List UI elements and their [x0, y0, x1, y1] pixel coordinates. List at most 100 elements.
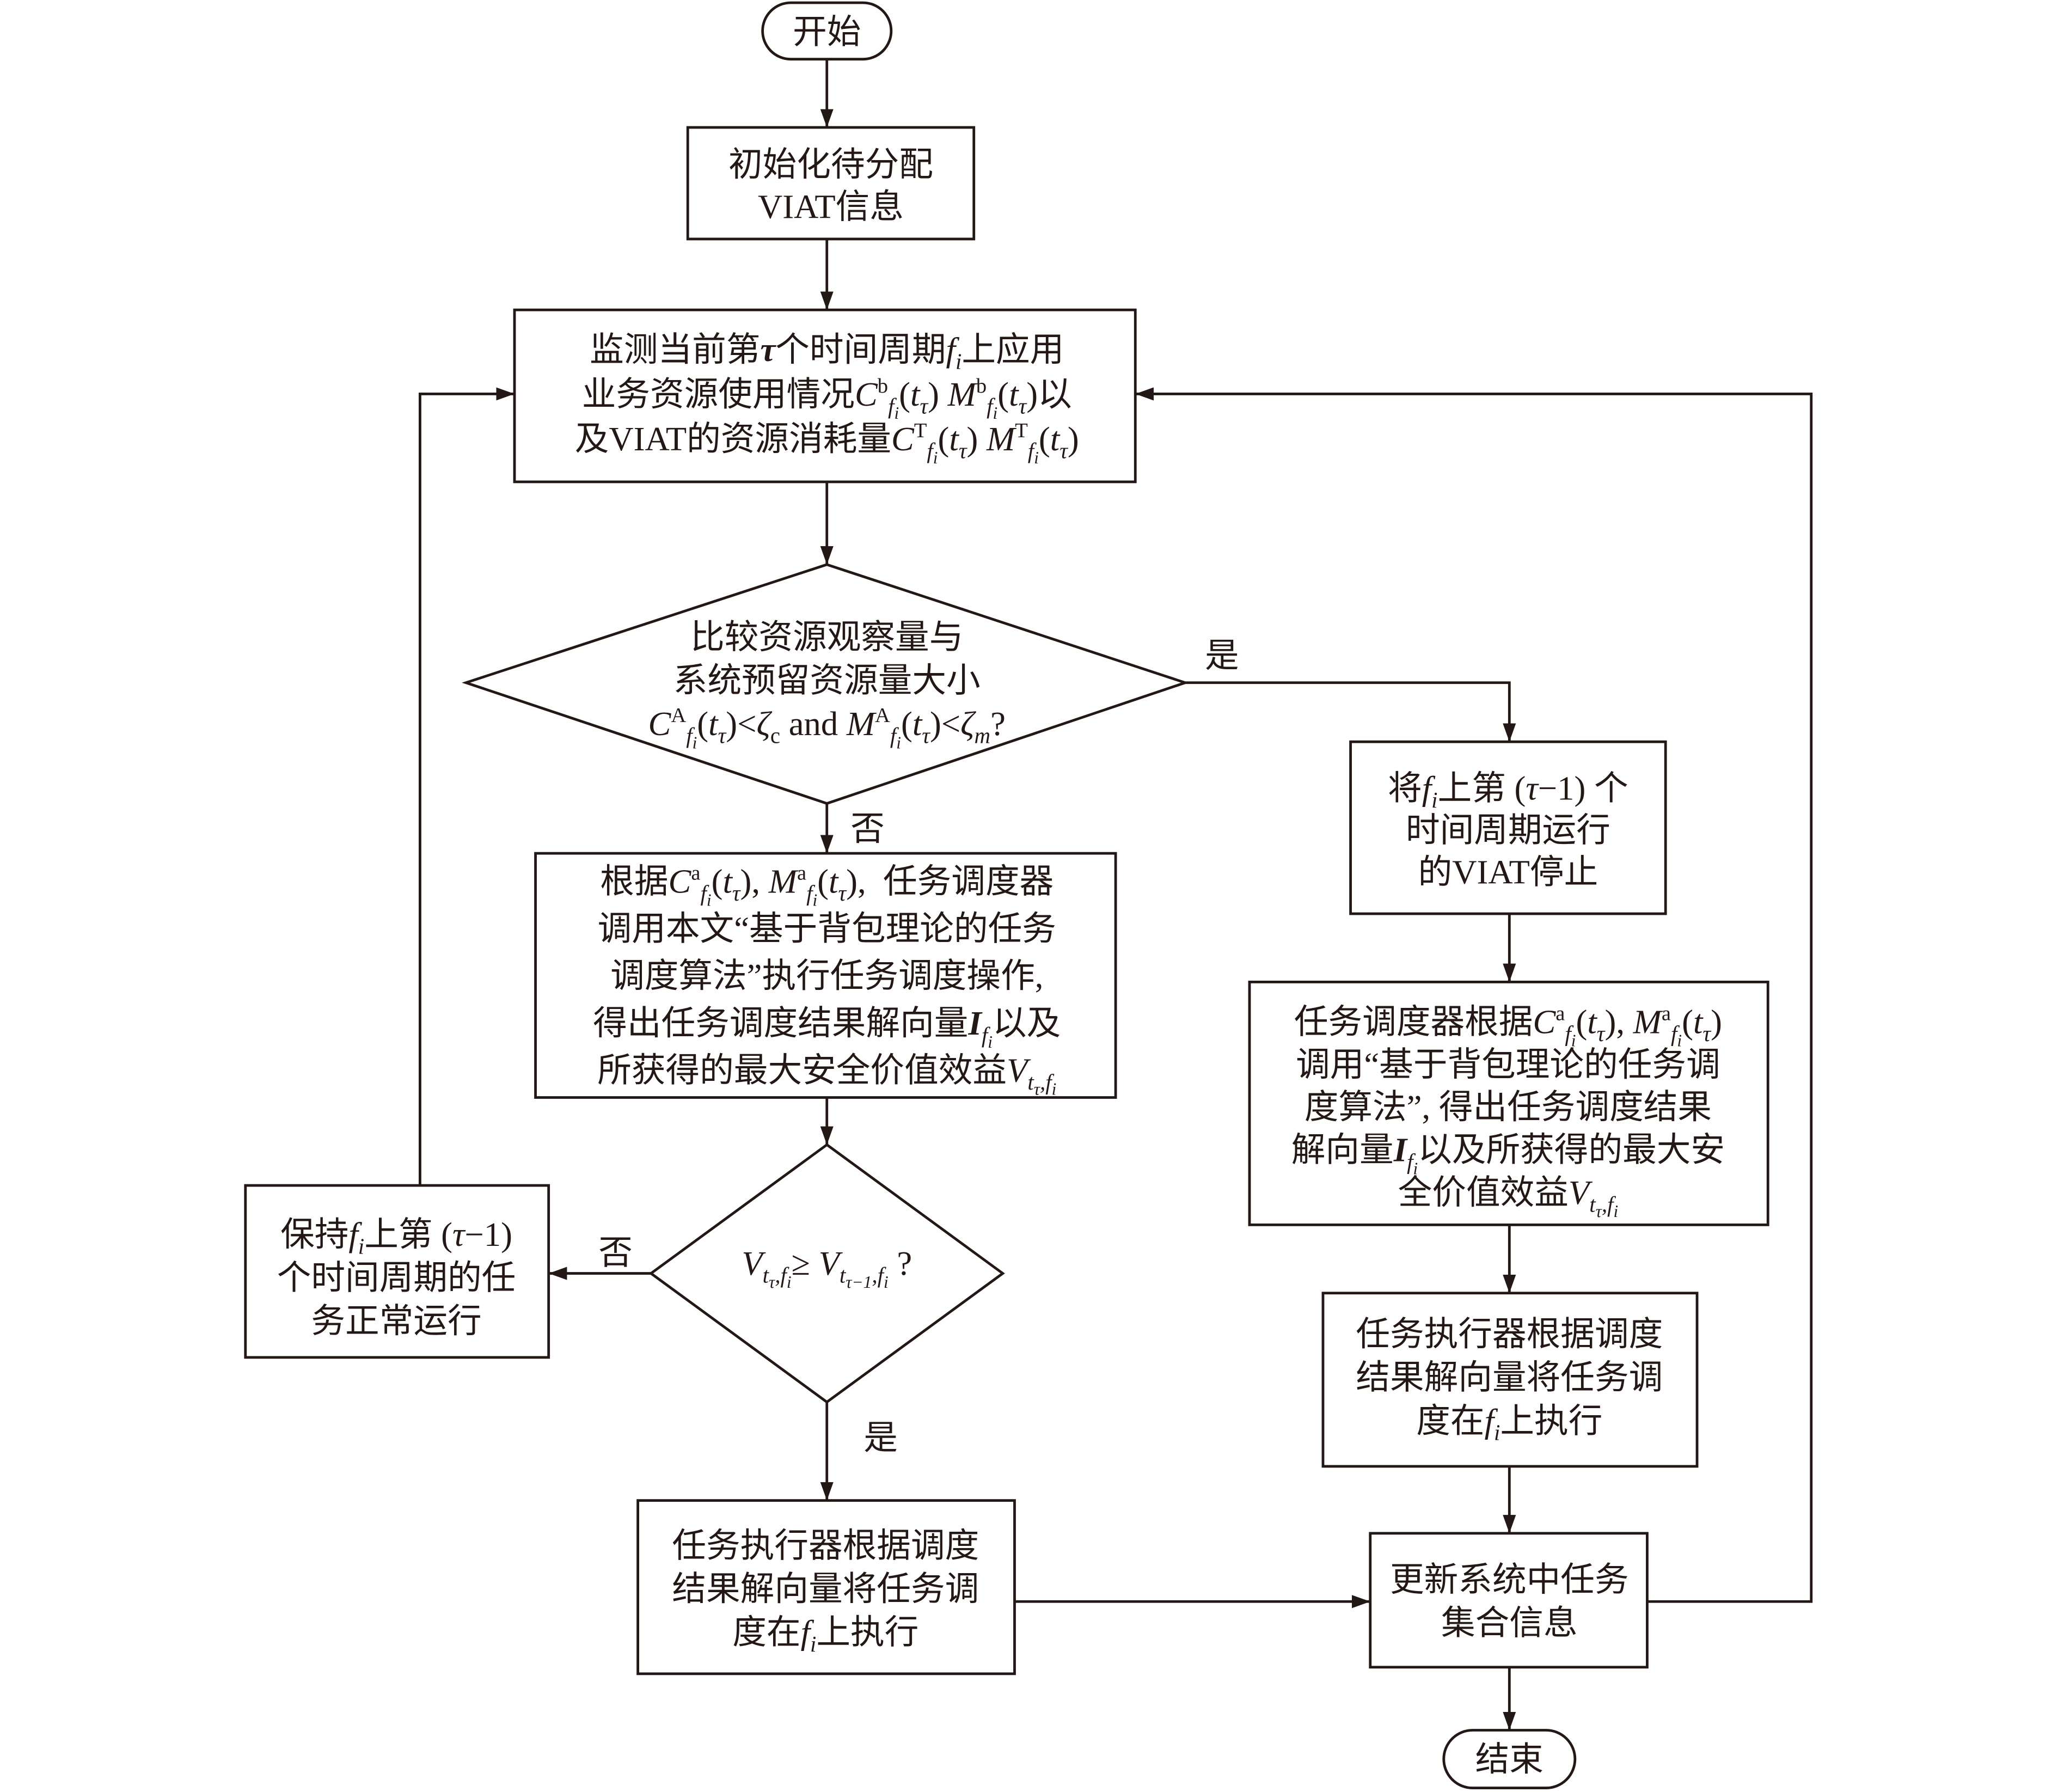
- label-segment: i: [707, 891, 712, 910]
- label-segment: b: [976, 375, 987, 397]
- label-segment: a: [1662, 1002, 1671, 1025]
- label-segment: M: [986, 420, 1017, 458]
- label-segment: τ: [769, 1273, 776, 1292]
- label-segment: τ: [760, 331, 776, 369]
- label-line: 初始化待分配: [728, 145, 933, 184]
- label-line: 调用“基于背包理论的任务调: [1296, 1045, 1720, 1084]
- label-line: 开始: [793, 13, 861, 51]
- end-label: 结束: [1475, 1740, 1543, 1778]
- label-segment: 得出任务调度结果解向量: [593, 1004, 968, 1042]
- label-segment: A: [875, 704, 890, 727]
- start-terminal: [761, 1, 893, 61]
- label-line: 结束: [1475, 1740, 1543, 1778]
- label-segment: t: [708, 705, 719, 743]
- label-segment: i: [1413, 1159, 1418, 1178]
- execute-left-box: [636, 1499, 1016, 1675]
- label-segment: 以及: [993, 1004, 1061, 1042]
- label-segment: 初始化待分配: [728, 145, 933, 184]
- label-segment: 上第 (: [1438, 769, 1526, 807]
- label-segment: 业务资源使用情况: [582, 375, 855, 413]
- label-segment: 个时间周期: [775, 331, 946, 369]
- label-segment: ζ: [960, 705, 976, 743]
- label-segment: (: [817, 862, 829, 900]
- label-segment: τ: [732, 880, 741, 906]
- label-segment: 上执行: [816, 1613, 918, 1651]
- label-segment: i: [1052, 1080, 1057, 1099]
- compare-value-decision: [648, 1143, 1005, 1404]
- label-line: 所获得的最大安全价值效益Vtτ,fi: [597, 1051, 1056, 1099]
- label-line: 将fi上第 (τ−1) 个: [1388, 769, 1628, 812]
- label-line: 任务执行器根据调度: [1356, 1315, 1663, 1353]
- label-line: 得出任务调度结果解向量Ifi以及: [593, 1004, 1061, 1051]
- label-segment: 调用“基于背包理论的任务调: [1296, 1045, 1720, 1084]
- label-segment: 度算法”, 得出任务调度结果: [1304, 1088, 1712, 1126]
- label-segment: i: [993, 403, 998, 423]
- label-line: 度算法”, 得出任务调度结果: [1304, 1088, 1712, 1126]
- label-segment: ): [1068, 420, 1079, 458]
- label-segment: 将: [1388, 769, 1422, 807]
- label-segment: τ: [1596, 1202, 1603, 1221]
- compare-value-label: Vtτ,fi≥ Vtτ−1,fi ?: [742, 1244, 912, 1292]
- label-segment: 监测当前第: [590, 331, 760, 369]
- label-segment: t: [829, 862, 839, 900]
- label-segment: C: [855, 375, 878, 413]
- label-line: 任务执行器根据调度: [672, 1526, 979, 1564]
- label-line: 集合信息: [1441, 1604, 1578, 1642]
- update-box: [1369, 1532, 1649, 1669]
- label-line: 度在fi上执行: [732, 1613, 918, 1656]
- end-terminal: [1442, 1729, 1577, 1789]
- label-segment: t: [910, 375, 921, 413]
- label-line: 监测当前第τ个时间周期fi上应用: [590, 331, 1064, 374]
- label-segment: t: [912, 705, 923, 743]
- label-segment: V: [819, 1244, 843, 1282]
- label-segment: 结果解向量将任务调: [672, 1570, 979, 1608]
- label-segment: )<: [930, 705, 960, 743]
- label-segment: 以: [1038, 375, 1072, 413]
- label-segment: i: [884, 1273, 889, 1292]
- label-segment: τ: [1702, 1021, 1711, 1046]
- label-segment: ),: [1604, 1002, 1633, 1041]
- label-line: 度在fi上执行: [1416, 1402, 1602, 1445]
- label-segment: C: [648, 705, 672, 743]
- label-segment: (: [1576, 1002, 1587, 1041]
- label-segment: t: [840, 1262, 847, 1287]
- label-segment: 任务执行器根据调度: [1356, 1315, 1663, 1353]
- label-segment: M: [768, 862, 799, 900]
- label-segment: −1): [464, 1215, 512, 1253]
- label-segment: (: [938, 420, 950, 458]
- schedule-right-box: [1248, 980, 1769, 1226]
- label-segment: τ: [718, 723, 727, 748]
- label-segment: 个时间周期的任: [277, 1259, 516, 1297]
- label-segment: τ: [1019, 394, 1027, 419]
- label-segment: 及VIAT的资源消耗量: [575, 420, 891, 458]
- label-segment: t: [949, 420, 959, 458]
- label-line: 及VIAT的资源消耗量CTfi(tτ) MTfi(tτ): [575, 419, 1079, 467]
- label-line: Vtτ,fi≥ Vtτ−1,fi ?: [742, 1244, 912, 1292]
- label-segment: i: [1494, 1420, 1500, 1445]
- label-line: 结果解向量将任务调: [1356, 1359, 1663, 1397]
- label-line: 系统预留资源量大小: [673, 662, 981, 700]
- init-box: [686, 126, 976, 241]
- label-segment: 以及所获得的最大安: [1418, 1130, 1725, 1169]
- label-segment: τ: [959, 438, 967, 463]
- label-segment: ),: [740, 862, 769, 900]
- label-segment: ): [1026, 375, 1038, 413]
- label-segment: M: [1633, 1002, 1664, 1041]
- label-segment: i: [955, 349, 961, 374]
- label-segment: i: [693, 733, 697, 752]
- label-segment: T: [914, 419, 927, 442]
- compare-resource-decision: [462, 563, 1190, 805]
- label-segment: C: [891, 420, 915, 458]
- label-segment: i: [1677, 1031, 1682, 1050]
- label-line: 的VIAT停止: [1418, 853, 1598, 891]
- label-segment: 的VIAT停止: [1418, 853, 1598, 891]
- edge-keep-loop-to-monitor: [419, 387, 514, 1186]
- label-segment: i: [1431, 787, 1437, 812]
- label-line: 调度算法”执行任务调度操作,: [610, 957, 1043, 995]
- label-segment: )<: [726, 705, 756, 743]
- label-segment: (: [1039, 420, 1050, 458]
